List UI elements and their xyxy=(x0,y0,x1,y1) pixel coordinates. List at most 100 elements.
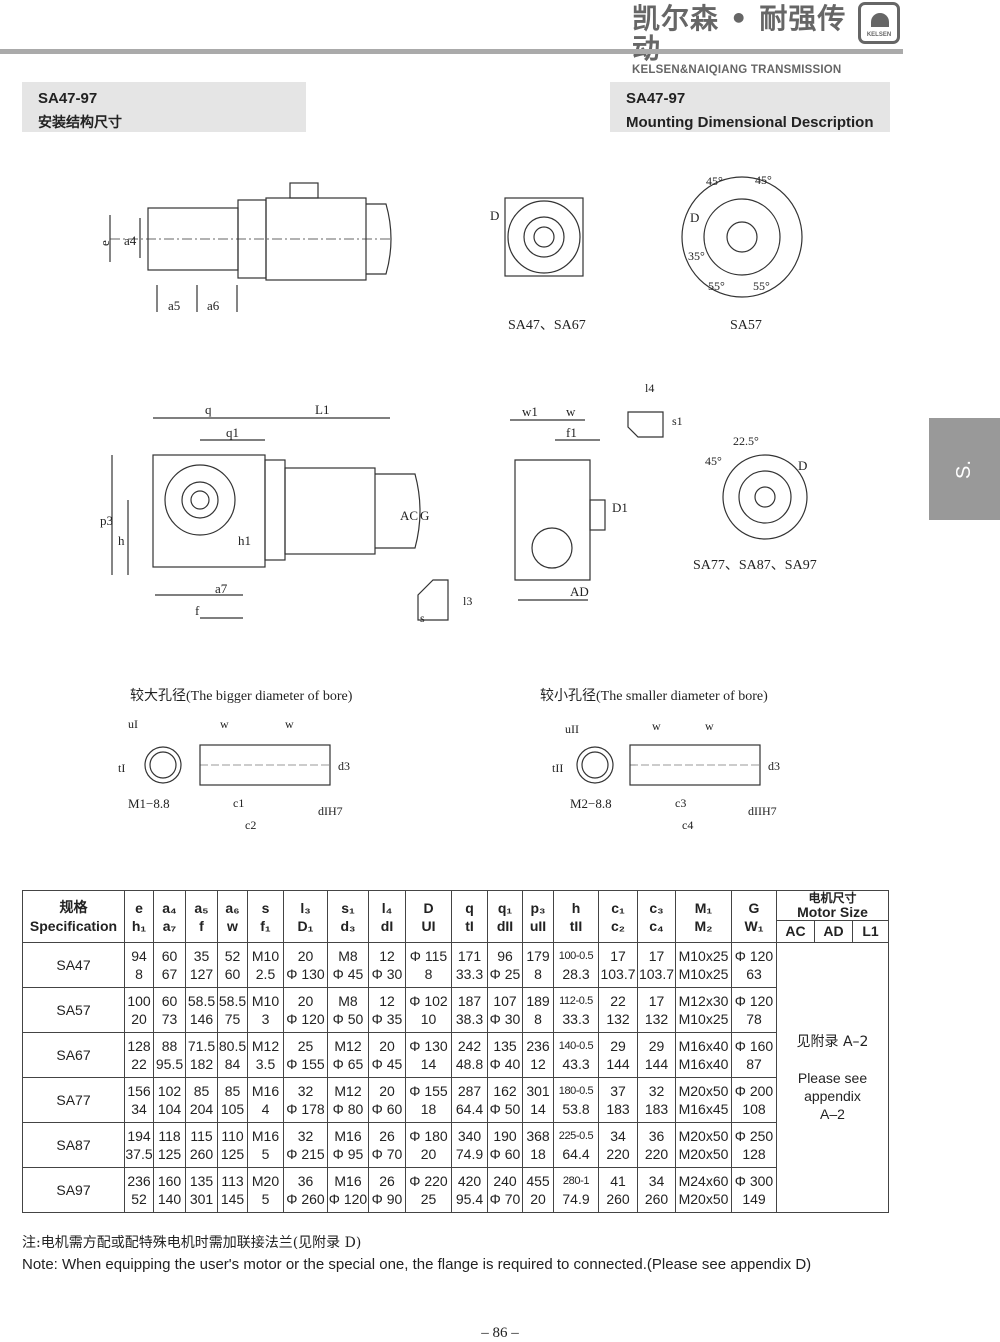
value-top: 20 xyxy=(297,993,314,1009)
value-top: M16x40 xyxy=(678,1038,729,1054)
value-bottom: 260 xyxy=(189,1146,214,1162)
label-l3: l3 xyxy=(463,594,472,608)
label-35: 35° xyxy=(688,249,705,263)
value-top: 102 xyxy=(157,1083,182,1099)
value-bottom: Φ 35 xyxy=(371,1011,403,1027)
label-l4: l4 xyxy=(645,381,654,395)
value-top: 17 xyxy=(648,948,665,964)
value-bottom: Φ 120 xyxy=(286,1011,325,1027)
motor-col-header: AC xyxy=(776,919,815,944)
value-top: 34 xyxy=(648,1173,665,1189)
value-top: 25 xyxy=(297,1038,314,1054)
value-bottom: Φ 70 xyxy=(371,1146,403,1162)
value-bottom: 301 xyxy=(189,1191,214,1207)
spec-cell: SA67 xyxy=(22,1032,125,1078)
column-header-top: D xyxy=(423,899,434,916)
value-bottom: 60 xyxy=(224,966,241,982)
column-header-bottom: tII xyxy=(569,917,583,934)
value-bottom: Φ 60 xyxy=(489,1146,521,1162)
value-bottom: 2.5 xyxy=(255,966,276,982)
top-view-drawing: e a4 a5 a6 xyxy=(97,182,392,313)
motor-col-header: L1 xyxy=(852,919,889,944)
value-bottom: Φ 25 xyxy=(489,966,521,982)
value-bottom: 48.8 xyxy=(455,1056,484,1072)
value-top: 36 xyxy=(297,1173,314,1189)
value-bottom: 144 xyxy=(606,1056,630,1072)
value-bottom: 183 xyxy=(606,1101,630,1117)
front-view-drawing: q L1 q1 p3 h h1 a7 f AC G l3 s xyxy=(100,402,472,625)
value-bottom: 125 xyxy=(220,1146,245,1162)
motor-col-header: AD xyxy=(814,919,853,944)
value-bottom: 128 xyxy=(742,1146,766,1162)
column-header-bottom: UI xyxy=(421,917,436,934)
value-bottom: 10 xyxy=(420,1011,437,1027)
label-h: h xyxy=(118,533,125,548)
value-bottom: Φ 120 xyxy=(328,1191,368,1207)
value-bottom: Φ 80 xyxy=(332,1101,364,1117)
value-top: Φ 200 xyxy=(734,1083,774,1099)
value-top: Φ 220 xyxy=(409,1173,448,1189)
label-a6: a6 xyxy=(207,298,220,313)
bore-big-drawing: 较大孔径(The bigger diameter of bore) uI tI … xyxy=(118,688,353,832)
model-title: SA47-97 xyxy=(38,90,98,107)
value-bottom: 4 xyxy=(261,1101,270,1117)
value-top: 140-0.5 xyxy=(558,1040,594,1052)
value-bottom: 125 xyxy=(157,1146,182,1162)
value-bottom: 84 xyxy=(224,1056,241,1072)
value-bottom: M10x25 xyxy=(678,966,729,982)
section-tab[interactable]: S. xyxy=(929,418,1000,520)
value-bottom: 25 xyxy=(420,1191,437,1207)
value-bottom: 8 xyxy=(424,966,433,982)
value-top: 35 xyxy=(193,948,210,964)
label-w1: w1 xyxy=(522,404,538,419)
column-header-bottom: a₇ xyxy=(162,917,177,934)
label-e: e xyxy=(97,240,112,246)
spec-cell: SA57 xyxy=(22,987,125,1033)
value-top: 32 xyxy=(297,1083,314,1099)
value-bottom: 20 xyxy=(420,1146,437,1162)
value-bottom: 204 xyxy=(189,1101,214,1117)
value-top: 100 xyxy=(127,993,151,1009)
label-w: w xyxy=(285,717,294,731)
value-top: M16 xyxy=(251,1128,280,1144)
value-top: M20 xyxy=(251,1173,280,1189)
label-uii: uII xyxy=(565,722,579,736)
value-bottom: 140 xyxy=(157,1191,182,1207)
value-bottom: 95.5 xyxy=(155,1056,184,1072)
motor-header-en: Motor Size xyxy=(797,904,868,921)
value-top: 171 xyxy=(457,948,482,964)
spec-cell: SA47 xyxy=(22,942,125,988)
value-top: 20 xyxy=(297,948,314,964)
brand-name-cn: 凯尔森 • 耐强传动 xyxy=(632,2,847,64)
value-top: 12 xyxy=(379,948,395,964)
value-bottom: 73 xyxy=(161,1011,178,1027)
spec-cell: SA77 xyxy=(22,1077,125,1123)
value-top: Φ 120 xyxy=(734,993,774,1009)
